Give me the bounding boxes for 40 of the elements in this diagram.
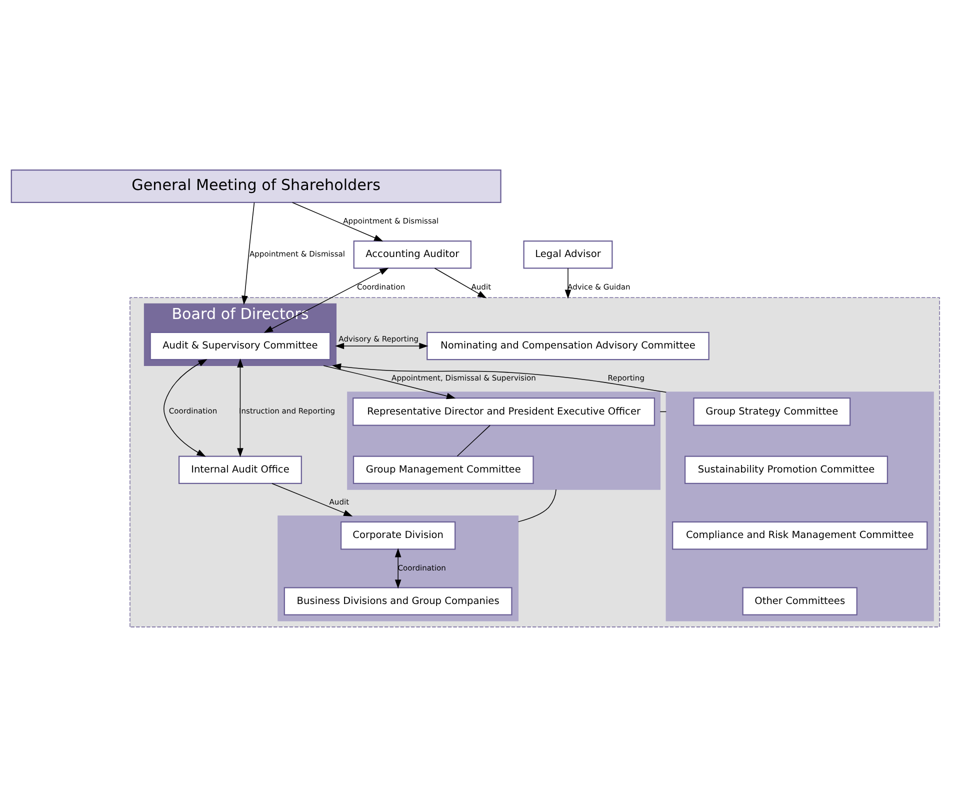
edge-label: Audit (329, 497, 350, 506)
arrow (434, 267, 487, 298)
node-box: Compliance and Risk Management Committee (672, 520, 928, 550)
node-box: Representative Director and President Executive Officer (352, 397, 656, 426)
arrow (332, 362, 667, 392)
arrow (164, 358, 208, 456)
edge-label: Appointment & Dismissal (249, 248, 345, 258)
node-box: Legal Advisor (523, 240, 613, 268)
arrow (272, 482, 353, 516)
arrow (242, 202, 255, 304)
arrow (292, 202, 384, 241)
edge-label: Audit (471, 282, 492, 291)
node-box: Nominating and Compensation Advisory Committee (426, 331, 710, 360)
edge-label: Advisory & Reporting (338, 334, 419, 343)
edge-label: Coordination (356, 282, 406, 291)
edge-label: Reporting (608, 373, 644, 382)
node-box: Group Management Committee (352, 455, 534, 484)
arrow (237, 358, 244, 457)
node-box: Internal Audit Office (178, 455, 302, 484)
node-box: Other Committees (742, 586, 858, 615)
cluster (130, 296, 940, 627)
node-box: Accounting Auditor (353, 240, 472, 268)
node-box: General Meeting of Shareholders (10, 168, 502, 203)
edge-label: Coordination (168, 406, 218, 416)
node-box: Sustainability Promotion Committee (684, 455, 888, 484)
node-box: Group Strategy Committee (693, 397, 851, 426)
arrow (335, 342, 428, 349)
edge-label: Appointment & Dismissal (343, 216, 439, 226)
node-box: Audit & Supervisory Committee (150, 331, 331, 360)
connector (518, 488, 556, 522)
node-box: Corporate Division (340, 520, 456, 550)
arrow (323, 364, 456, 399)
arrow (264, 267, 389, 332)
cluster (666, 391, 934, 621)
connector (456, 424, 490, 456)
node-box: Business Divisions and Group Companies (284, 586, 512, 615)
cluster (278, 515, 519, 621)
arrow (564, 267, 572, 298)
arrow (394, 548, 402, 588)
edge-label: Appointment, Dismissal & Supervision (392, 373, 536, 382)
